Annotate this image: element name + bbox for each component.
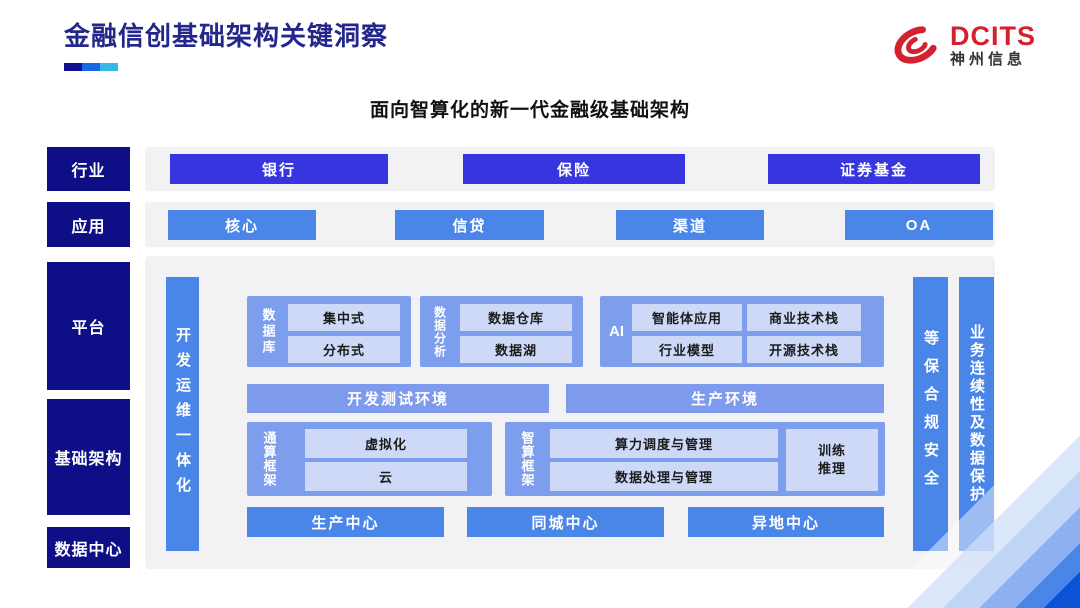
database-item-centralized: 集中式 bbox=[288, 304, 400, 331]
dcits-logo: DCITS 神州信息 bbox=[888, 14, 1058, 76]
app-item-credit: 信贷 bbox=[395, 210, 544, 240]
industry-item-securities: 证券基金 bbox=[768, 154, 980, 184]
industry-item-bank: 银行 bbox=[170, 154, 388, 184]
env-dev-test: 开发测试环境 bbox=[247, 384, 549, 413]
app-item-core: 核心 bbox=[168, 210, 316, 240]
row-label-industry: 行业 bbox=[47, 147, 130, 191]
dc-samecity-center: 同城中心 bbox=[467, 507, 664, 537]
database-group-label: 数据库 bbox=[260, 307, 276, 356]
app-item-channel: 渠道 bbox=[616, 210, 764, 240]
diagram-title: 面向智算化的新一代金融级基础架构 bbox=[369, 100, 690, 121]
intelligent-item-compute-scheduling: 算力调度与管理 bbox=[550, 429, 778, 458]
ai-item-agent-apps: 智能体应用 bbox=[632, 304, 742, 331]
title-underline bbox=[64, 63, 118, 71]
analytics-group-label: 数据分析 bbox=[432, 305, 447, 358]
row-label-infrastructure: 基础架构 bbox=[47, 399, 130, 515]
dc-production-center: 生产中心 bbox=[247, 507, 444, 537]
business-continuity-bar: 业务连续性及数据保护 bbox=[959, 277, 994, 551]
dcits-swirl-icon bbox=[894, 26, 940, 64]
analytics-item-lake: 数据湖 bbox=[460, 336, 572, 363]
general-item-virtualization: 虚拟化 bbox=[305, 429, 467, 458]
page-title: 金融信创基础架构关键洞察 bbox=[64, 21, 389, 51]
row-label-application: 应用 bbox=[47, 202, 130, 247]
ai-item-opensource-stack: 开源技术栈 bbox=[747, 336, 861, 363]
general-item-cloud: 云 bbox=[305, 462, 467, 491]
logo-company: 神州信息 bbox=[950, 51, 1027, 69]
env-production: 生产环境 bbox=[566, 384, 884, 413]
database-item-distributed: 分布式 bbox=[288, 336, 400, 363]
ai-group-label: AI bbox=[609, 323, 624, 340]
security-compliance-bar: 等保合规安全 bbox=[913, 277, 948, 551]
devops-bar: 开发运维一体化 bbox=[166, 277, 199, 551]
underline-segment-dark bbox=[64, 63, 82, 71]
ai-item-commercial-stack: 商业技术栈 bbox=[747, 304, 861, 331]
general-compute-label: 通算框架 bbox=[261, 431, 277, 487]
row-label-datacenter: 数据中心 bbox=[47, 527, 130, 568]
dc-remote-center: 异地中心 bbox=[688, 507, 884, 537]
logo-text: DCITS 神州信息 bbox=[950, 22, 1036, 68]
analytics-item-warehouse: 数据仓库 bbox=[460, 304, 572, 331]
logo-brand: DCITS bbox=[950, 20, 1036, 51]
ai-item-industry-models: 行业模型 bbox=[632, 336, 742, 363]
app-item-oa: OA bbox=[845, 210, 993, 240]
row-label-platform: 平台 bbox=[47, 262, 130, 390]
intelligent-item-train-inference: 训练 推理 bbox=[786, 429, 878, 491]
underline-segment-cyan bbox=[100, 63, 118, 71]
underline-segment-blue bbox=[82, 63, 100, 71]
intelligent-compute-label: 智算框架 bbox=[519, 431, 535, 487]
intelligent-item-data-management: 数据处理与管理 bbox=[550, 462, 778, 491]
industry-item-insurance: 保险 bbox=[463, 154, 685, 184]
